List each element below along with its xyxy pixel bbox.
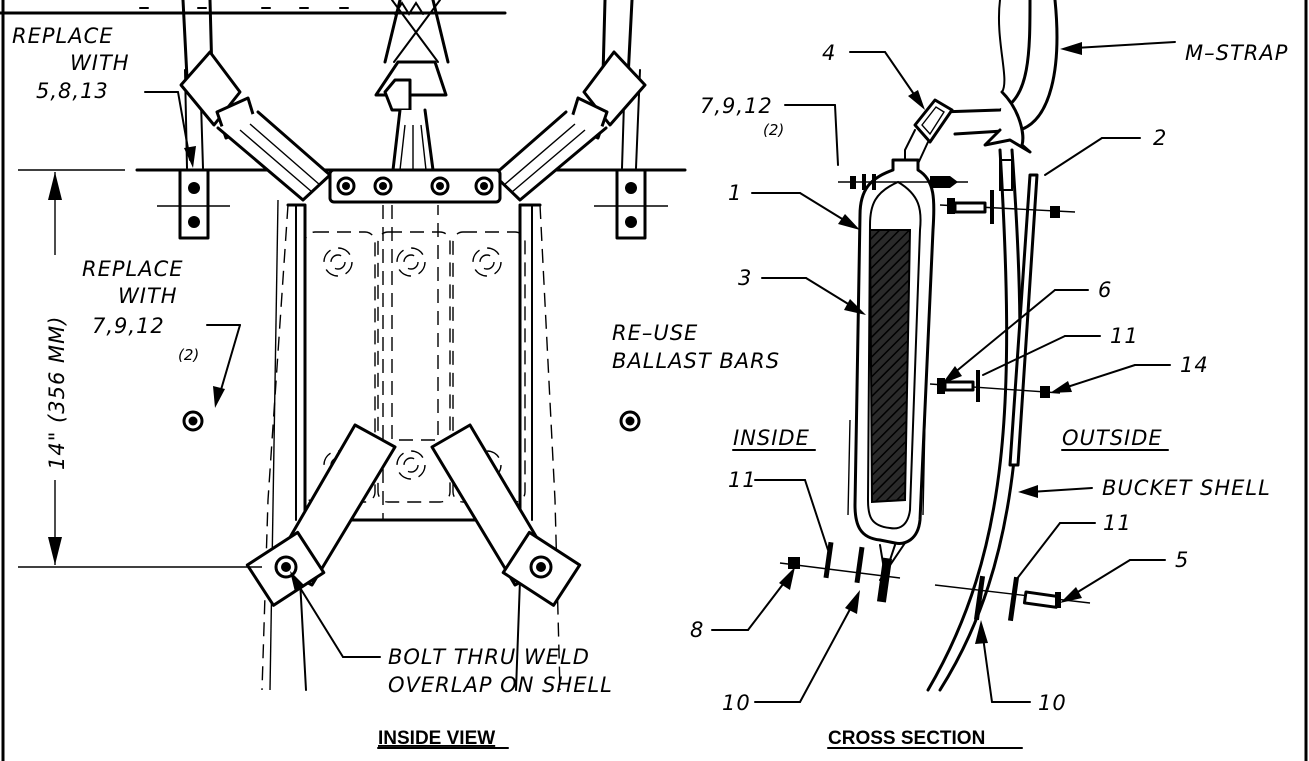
bolt-note-line1: BOLT THRU WELD: [388, 645, 590, 669]
m-strap-leader: [1060, 41, 1176, 55]
ballast-pouch: [847, 158, 936, 581]
callout-5-leader: [1060, 559, 1166, 603]
callout-8: 8: [690, 618, 704, 642]
callout-10-left-leader: [754, 590, 860, 703]
fastener-lower-bolt: [929, 370, 1061, 402]
inside-view-title: INSIDE VIEW: [378, 728, 495, 749]
replace-mid-line3: 7,9,12: [92, 314, 165, 338]
bolt-note-leader: [290, 571, 381, 658]
inside-label: INSIDE: [733, 426, 810, 450]
callout-2: 2: [1153, 126, 1167, 150]
reuse-line2: BALLAST BARS: [612, 349, 780, 373]
callout-6-leader: [942, 289, 1089, 384]
callout-1: 1: [728, 181, 742, 205]
callout-10-left: 10: [722, 691, 751, 715]
replace-mid-line2: WITH: [118, 284, 178, 308]
fastener-bottom-inner: [779, 541, 901, 603]
replace-mid-line1: REPLACE: [82, 257, 184, 281]
callout-14: 14: [1180, 353, 1209, 377]
callout-10-right-leader: [975, 620, 1031, 703]
bucket-shell-leader: [1018, 485, 1093, 498]
replace-top-line3: 5,8,13: [36, 79, 109, 103]
buckle-center: [374, 60, 448, 172]
inside-view: 14" (356 MM) REPLACE WITH 5,8,13 REPLACE…: [12, 0, 687, 749]
reuse-line1: RE–USE: [612, 321, 698, 345]
outer-plate-2: [1008, 173, 1039, 467]
callout-7912-qty: (2): [763, 121, 784, 139]
buckle-left: [179, 50, 332, 202]
bucket-shell: [926, 148, 1022, 692]
side-strap-right: [594, 69, 668, 240]
callout-2-leader: [1044, 137, 1141, 176]
replace-top-line1: REPLACE: [12, 24, 114, 48]
callout-4-leader: [849, 51, 925, 110]
replace-top-line2: WITH: [70, 51, 130, 75]
replace-mid-leader: [206, 324, 241, 408]
callout-4: 4: [822, 41, 836, 65]
callout-10-right: 10: [1038, 691, 1067, 715]
bucket-shell-label: BUCKET SHELL: [1102, 476, 1271, 500]
bolt-note-line2: OVERLAP ON SHELL: [388, 673, 613, 697]
callout-11-left-leader: [754, 479, 829, 551]
dimension-text: 14" (356 MM): [45, 316, 69, 470]
callout-11-top-leader: [982, 335, 1101, 376]
callout-7912: 7,9,12: [700, 94, 773, 118]
callout-3: 3: [738, 266, 752, 290]
callout-3-leader: [761, 277, 866, 315]
lower-strap-right: [430, 423, 582, 607]
replace-top-leader: [144, 91, 196, 168]
callout-11-right-leader: [1015, 522, 1096, 581]
dimension-14in: [18, 169, 262, 568]
callout-11-top: 11: [1110, 324, 1139, 348]
callout-7912-leader: [784, 104, 839, 166]
callout-6: 6: [1098, 278, 1112, 302]
fastener-mid-bolt: [939, 190, 1076, 224]
upper-straps: [181, 0, 634, 80]
ballast-plate: [286, 168, 542, 522]
shell-outline: [261, 199, 561, 691]
callout-14-leader: [1050, 364, 1171, 393]
callout-11-left: 11: [728, 468, 757, 492]
fastener-bottom-outer: [934, 575, 1091, 622]
cross-section-title: CROSS SECTION: [828, 728, 985, 749]
callout-5: 5: [1175, 548, 1189, 572]
shell-bolt-right: [619, 410, 641, 432]
shell-bolt-left: [182, 410, 204, 432]
buckle-right: [492, 50, 647, 202]
outside-label: OUTSIDE: [1062, 426, 1163, 450]
cross-section: M–STRAP 4 7,9,12 (2) 2 1 3 6 11 14 RE–US…: [612, 0, 1288, 749]
callout-8-leader: [711, 567, 795, 631]
fastener-top: [838, 174, 968, 190]
replace-mid-qty: (2): [178, 346, 199, 364]
callout-11-right: 11: [1103, 511, 1132, 535]
callout-1-leader: [751, 192, 860, 230]
m-strap-label: M–STRAP: [1185, 41, 1288, 65]
m-strap: [938, 0, 1059, 154]
lower-strap-left: [245, 423, 397, 607]
